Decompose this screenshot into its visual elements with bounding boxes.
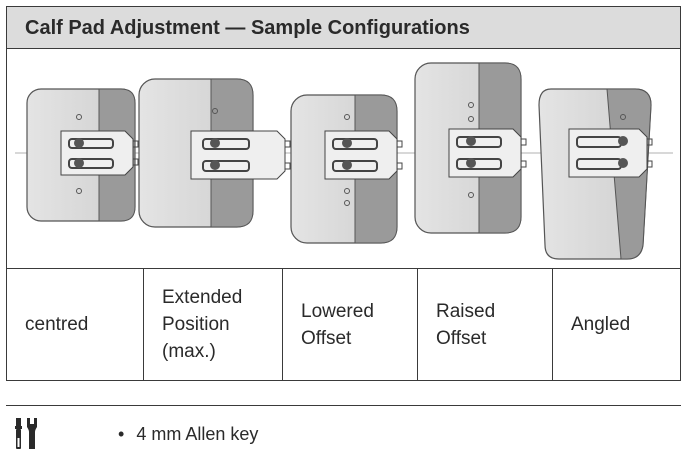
calf-pad-figure (15, 62, 673, 260)
table-title: Calf Pad Adjustment — Sample Configurati… (7, 7, 680, 49)
pad-angled (538, 88, 653, 260)
pad-centred (26, 88, 139, 222)
tool-name: 4 mm Allen key (136, 424, 259, 444)
pad-raised (414, 62, 527, 234)
label-raised-offset: Raised Offset (418, 269, 553, 380)
pad-lowered (290, 94, 403, 244)
bullet-icon: • (118, 424, 125, 444)
configuration-labels: centred Extended Position (max.) Lowered… (7, 269, 680, 380)
label-centred: centred (7, 269, 144, 380)
tools-icon (15, 418, 37, 449)
label-extended-position: Extended Position (max.) (144, 269, 283, 380)
calf-pad-illustrations (7, 49, 680, 269)
configuration-table: Calf Pad Adjustment — Sample Configurati… (6, 6, 681, 381)
pad-extended (138, 78, 291, 228)
section-divider (6, 405, 681, 406)
tool-list-item: • 4 mm Allen key (118, 424, 258, 445)
label-lowered-offset: Lowered Offset (283, 269, 418, 380)
label-angled: Angled (571, 314, 631, 335)
